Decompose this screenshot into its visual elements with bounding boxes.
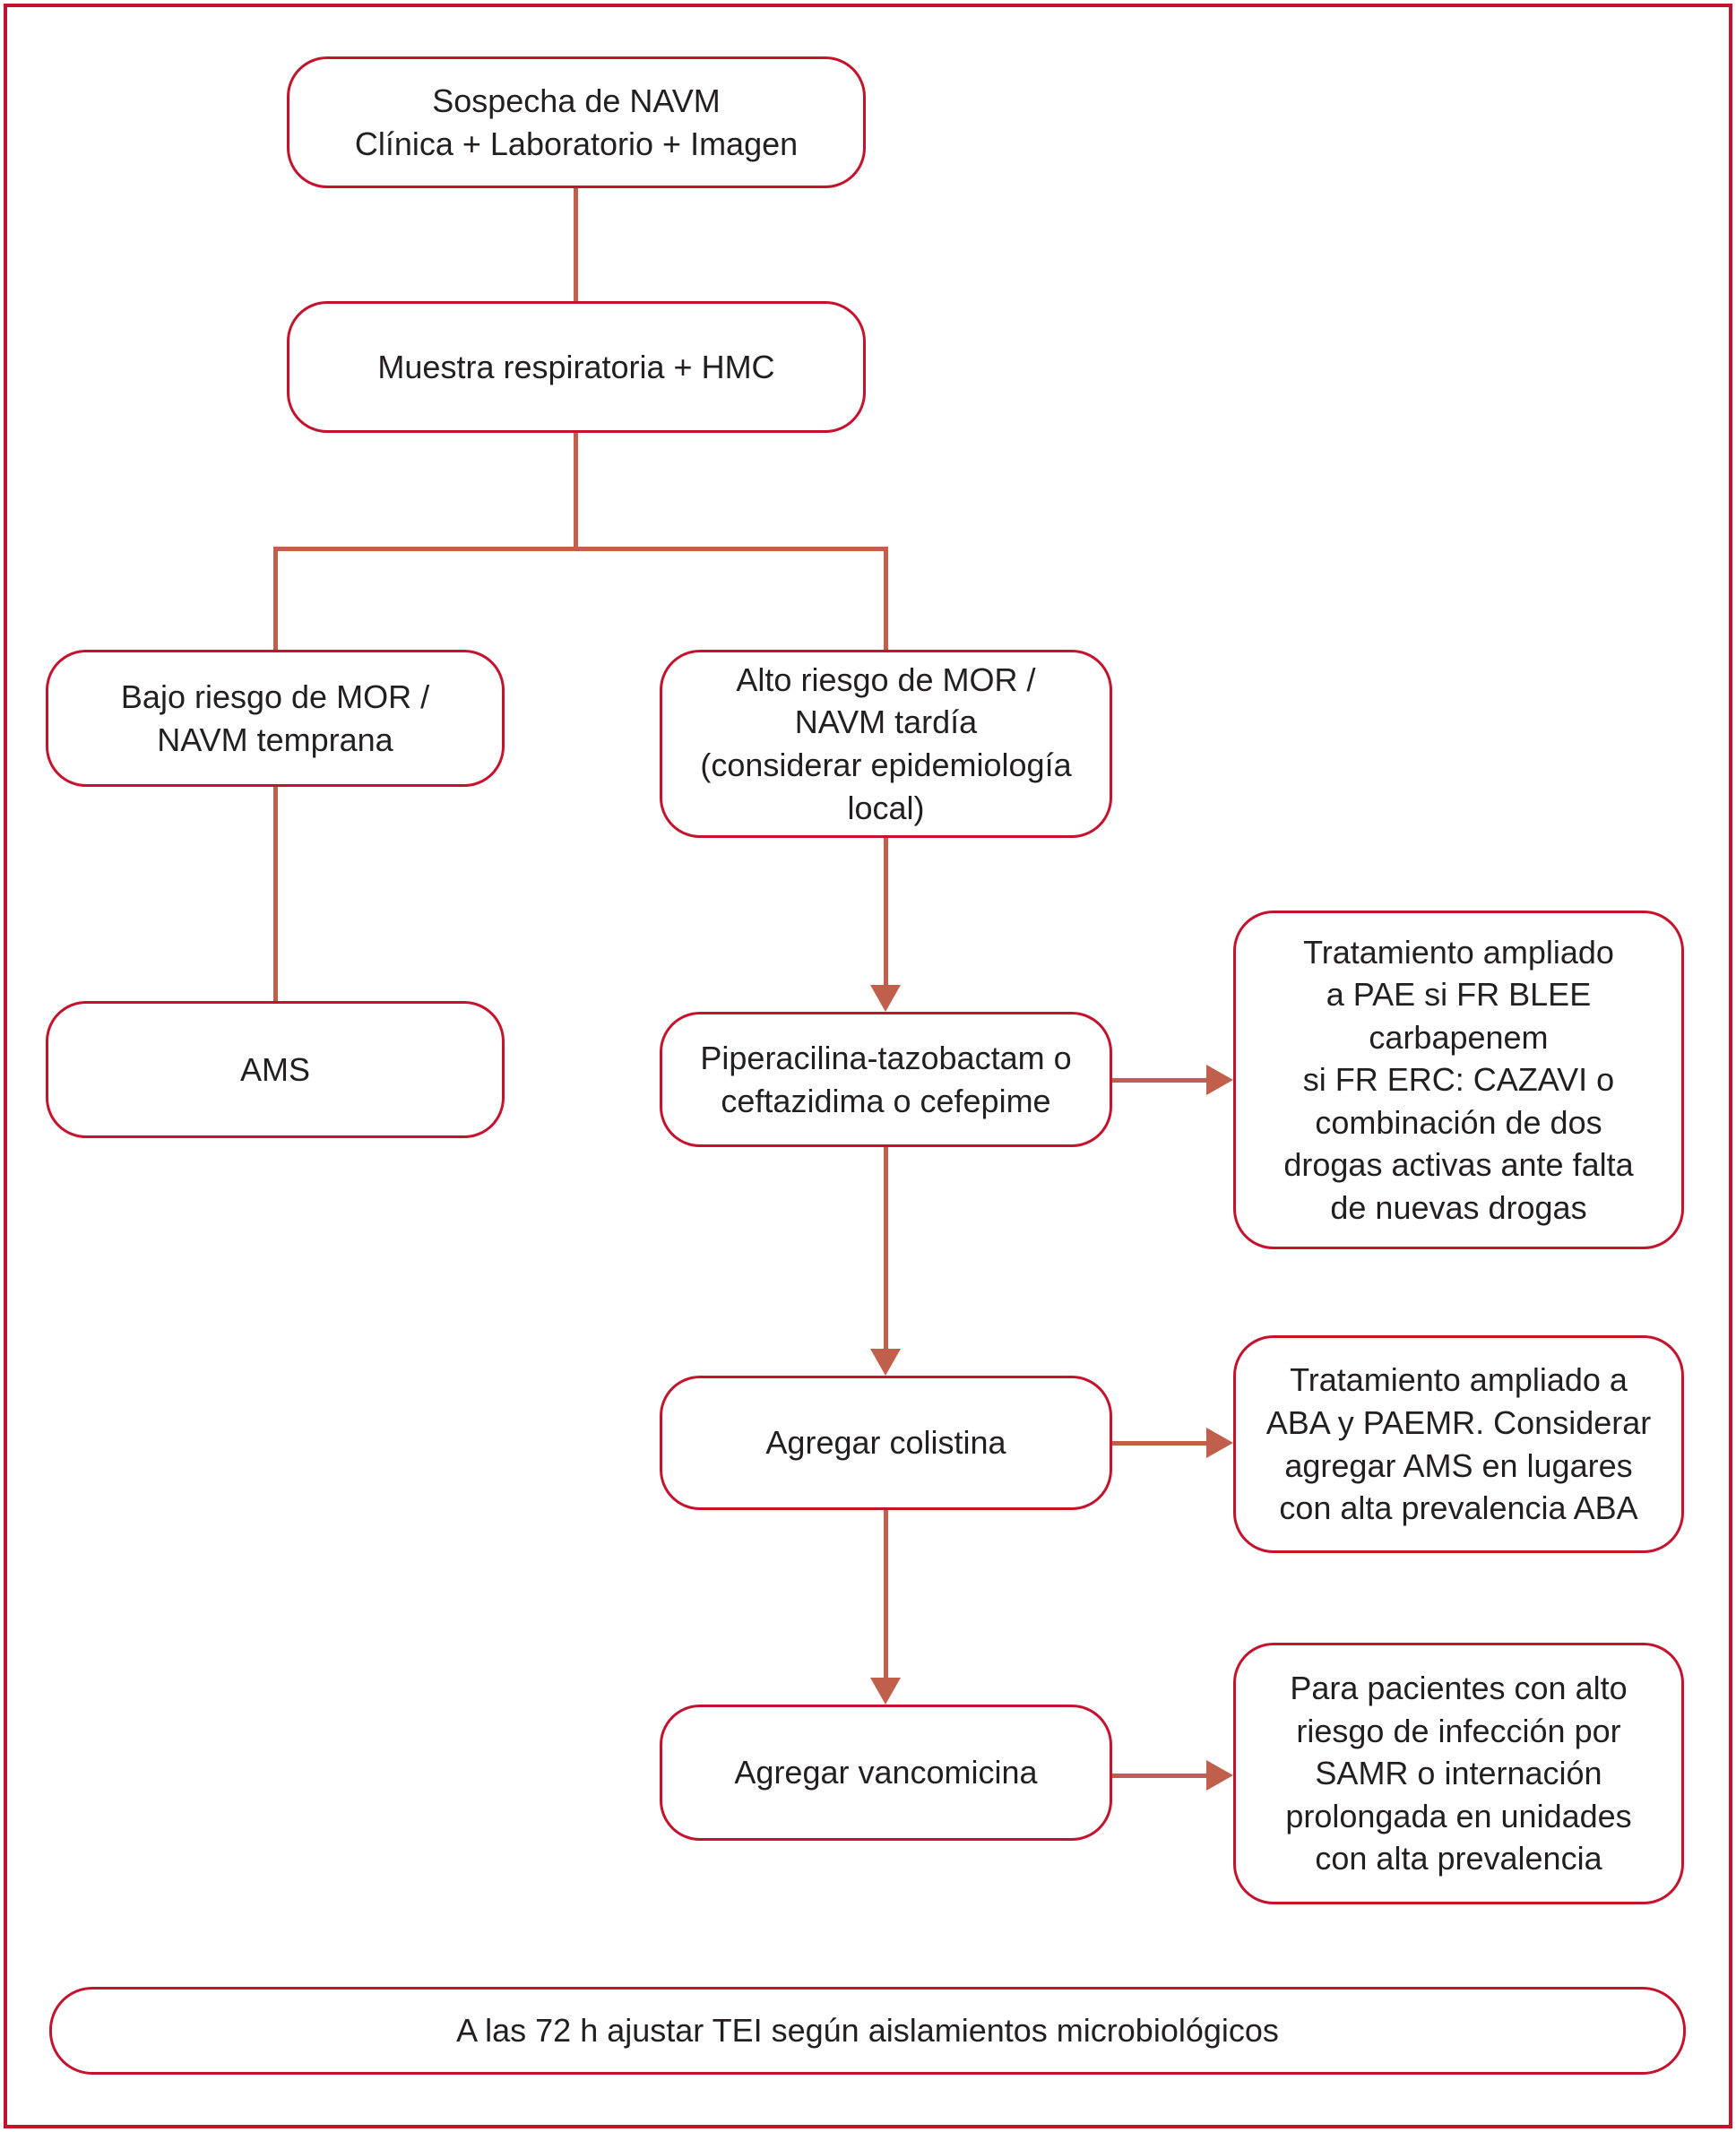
arrowhead-colistina-vancomicina — [870, 1678, 901, 1705]
note-pacientes-samr: Para pacientes con alto riesgo de infecc… — [1233, 1643, 1684, 1904]
connector-split-alto — [884, 547, 888, 650]
arrowhead-alto-piptazo — [870, 985, 901, 1012]
node-muestra-respiratoria: Muestra respiratoria + HMC — [287, 301, 866, 433]
note-tratamiento-ampliado-aba: Tratamiento ampliado a ABA y PAEMR. Cons… — [1233, 1335, 1684, 1553]
arrowhead-vancomicina-note — [1206, 1760, 1233, 1791]
node-piperacilina-tazobactam: Piperacilina-tazobactam o ceftazidima o … — [660, 1012, 1112, 1147]
arrowhead-piptazo-colistina — [870, 1349, 901, 1376]
node-agregar-colistina: Agregar colistina — [660, 1376, 1112, 1510]
connector-piptazo-colistina — [884, 1147, 888, 1349]
node-bajo-riesgo: Bajo riesgo de MOR / NAVM temprana — [46, 650, 505, 787]
node-sospecha-navm: Sospecha de NAVM Clínica + Laboratorio +… — [287, 56, 866, 188]
outer-frame — [4, 4, 1732, 2128]
connector-muestra-split — [574, 433, 578, 550]
connector-bajo-ams — [273, 787, 278, 1001]
connector-split-bar — [273, 547, 888, 551]
note-tratamiento-ampliado-blee: Tratamiento ampliado a PAE si FR BLEE ca… — [1233, 911, 1684, 1249]
node-ajuste-72h: A las 72 h ajustar TEI según aislamiento… — [49, 1987, 1686, 2075]
connector-sospecha-muestra — [574, 188, 578, 301]
node-agregar-vancomicina: Agregar vancomicina — [660, 1705, 1112, 1841]
node-alto-riesgo: Alto riesgo de MOR / NAVM tardía (consid… — [660, 650, 1112, 838]
connector-colistina-vancomicina — [884, 1510, 888, 1678]
connector-alto-piptazo — [884, 838, 888, 985]
connector-piptazo-note — [1112, 1078, 1206, 1083]
connector-colistina-note — [1112, 1441, 1206, 1446]
arrowhead-piptazo-note — [1206, 1065, 1233, 1095]
arrowhead-colistina-note — [1206, 1428, 1233, 1458]
node-ams: AMS — [46, 1001, 505, 1138]
connector-vancomicina-note — [1112, 1774, 1206, 1778]
connector-split-bajo — [273, 547, 278, 650]
